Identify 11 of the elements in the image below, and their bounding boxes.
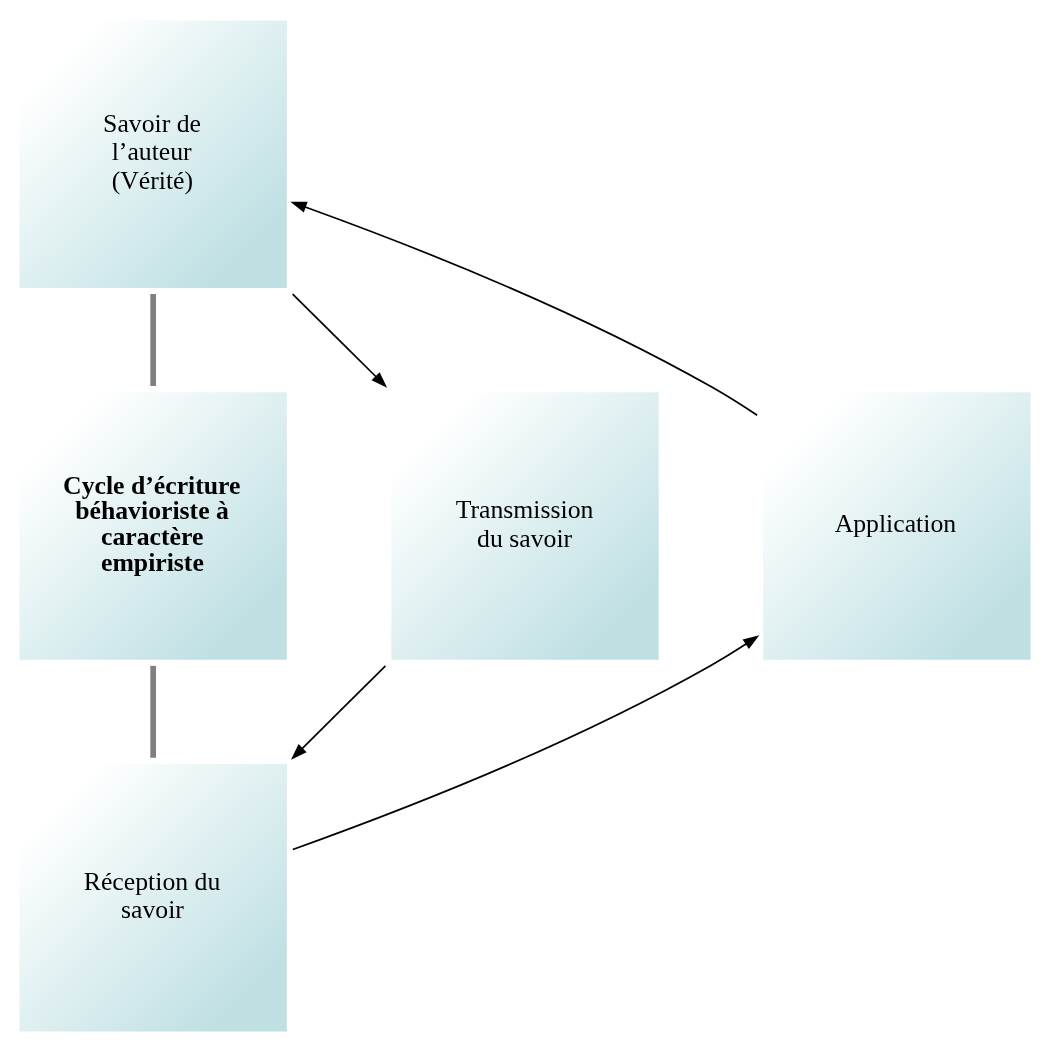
node-box: Réception du savoir [19, 763, 287, 1032]
connector [150, 293, 156, 386]
node-box: Cycle d’écriture béhavioriste à caractère empiriste [19, 391, 287, 660]
arrow [291, 664, 387, 760]
node-box: Savoir de l’auteur (Vérité) [19, 19, 287, 288]
node-box: Application [763, 391, 1031, 660]
arrow [291, 292, 388, 388]
connector [150, 665, 156, 758]
arrow [290, 201, 759, 416]
node-box: Transmission du savoir [391, 391, 659, 660]
arrow [291, 634, 760, 850]
